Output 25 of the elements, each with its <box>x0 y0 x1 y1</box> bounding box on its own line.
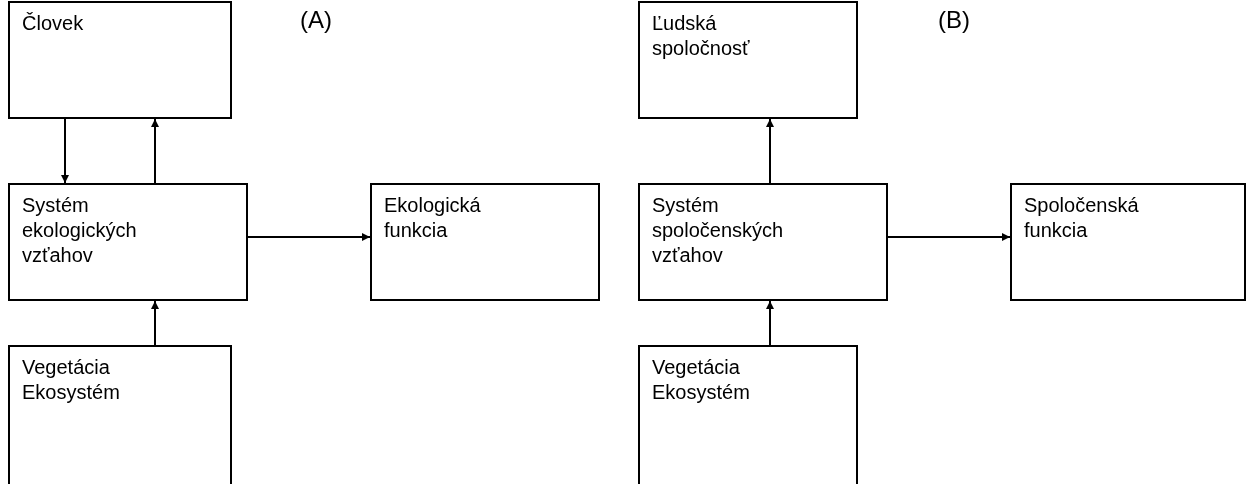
process-box <box>1010 183 1246 301</box>
node-label: Spoločenská funkcia <box>1024 193 1140 243</box>
process-box <box>8 1 232 119</box>
node-label: Ľudská spoločnosť <box>652 11 751 61</box>
process-box <box>638 183 888 301</box>
arrow <box>151 300 159 346</box>
node-label: Človek <box>22 11 85 36</box>
node-label: Systém spoločenských vzťahov <box>652 193 785 268</box>
node-label: Vegetácia Ekosystém <box>652 355 751 405</box>
panel-label: (B) <box>938 6 970 34</box>
arrow <box>247 233 371 241</box>
process-box <box>8 345 232 484</box>
node-label: Vegetácia Ekosystém <box>22 355 121 405</box>
arrow <box>766 300 774 346</box>
process-box <box>638 345 858 484</box>
node-label: Ekologická funkcia <box>384 193 482 243</box>
arrow <box>151 118 159 184</box>
process-box <box>638 1 858 119</box>
arrow <box>766 118 774 184</box>
arrow <box>61 118 69 184</box>
process-box <box>8 183 248 301</box>
process-box <box>370 183 600 301</box>
panel-label: (A) <box>300 6 332 34</box>
arrow <box>887 233 1011 241</box>
node-label: Systém ekologických vzťahov <box>22 193 138 268</box>
